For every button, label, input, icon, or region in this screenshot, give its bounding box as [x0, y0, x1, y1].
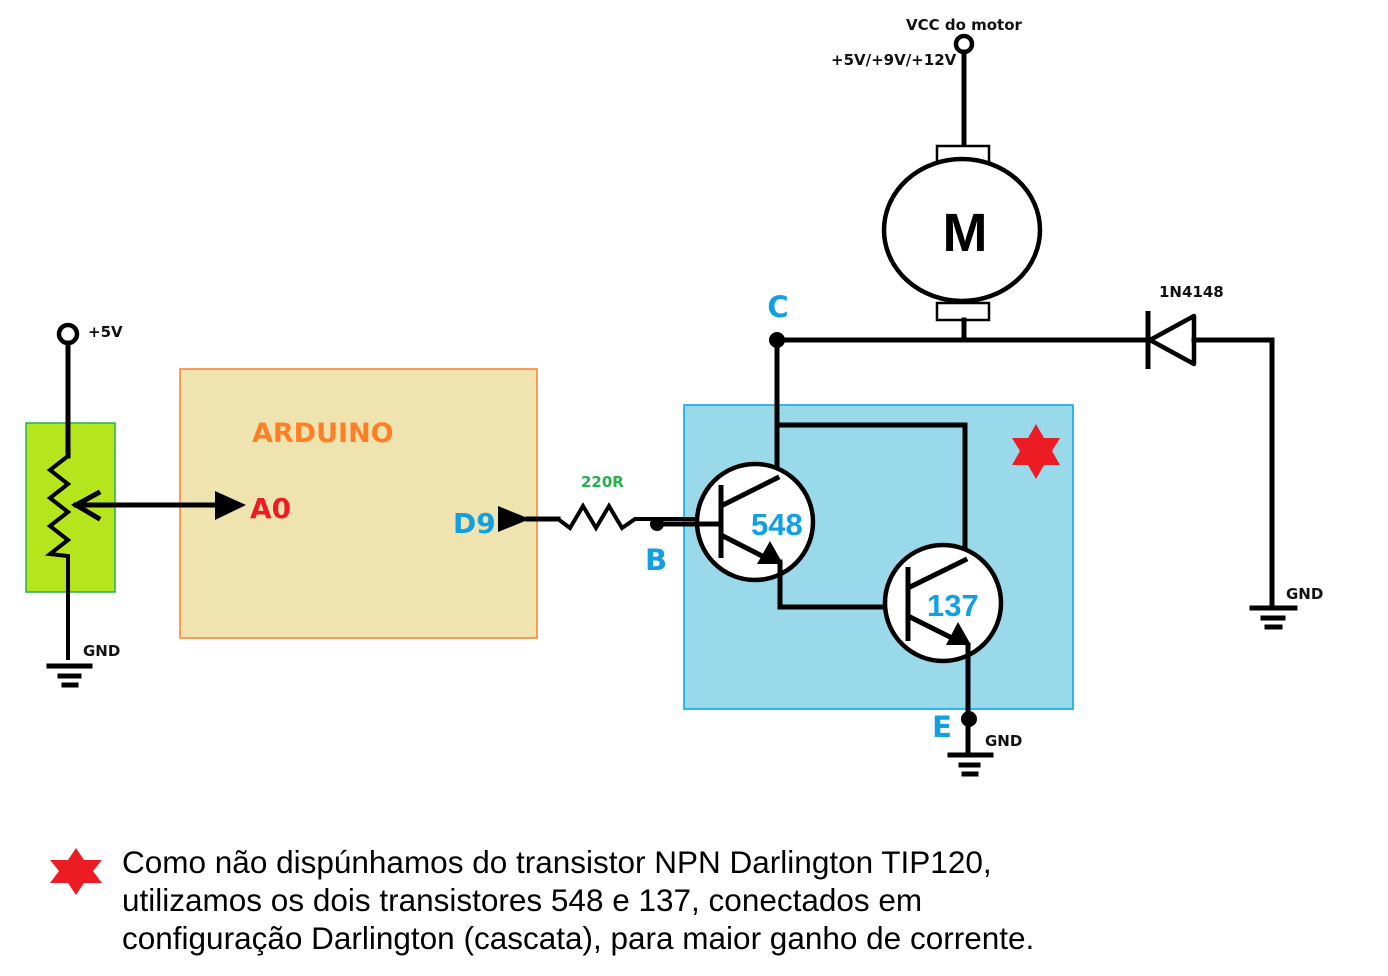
wiper-arrow-icon [70, 489, 246, 522]
ground-icon [947, 752, 994, 777]
diode-icon [1145, 311, 1275, 611]
resistor-icon [556, 502, 700, 532]
emitter-gnd-label: GND [985, 732, 1022, 750]
pot-gnd-label: GND [83, 642, 120, 660]
resistor-label: 220R [581, 473, 624, 491]
collector-node-dot [769, 332, 785, 348]
transistor-137-icon [882, 542, 1004, 756]
potentiometer-icon [44, 454, 72, 660]
arduino-pin-d9: D9 [453, 507, 496, 540]
footnote-line: configuração Darlington (cascata), para … [122, 920, 1035, 956]
collector-node-label: C [767, 290, 788, 324]
emitter-node-dot [961, 711, 977, 727]
ground-icon [1249, 605, 1298, 630]
arduino-title: ARDUINO [252, 418, 394, 449]
diode-label: 1N4148 [1159, 283, 1224, 301]
footnote-line: utilizamos os dois transistores 548 e 13… [122, 882, 923, 918]
star-icon [50, 848, 102, 895]
footnote: Como não dispúnhamos do transistor NPN D… [122, 843, 1122, 957]
motor-vcc-terminal [953, 33, 975, 150]
ground-icon [46, 663, 93, 688]
footnote-line: Como não dispúnhamos do transistor NPN D… [122, 844, 992, 880]
transistor-548-icon [694, 461, 888, 610]
transistor-137-label: 137 [927, 588, 979, 623]
motor-vcc-label: VCC do motor [906, 16, 1023, 34]
arduino-pin-a0: A0 [250, 492, 291, 525]
transistor-548-label: 548 [751, 507, 803, 542]
base-node-label: B [645, 543, 667, 577]
motor-label: M [943, 203, 988, 263]
emitter-node-label: E [932, 710, 952, 744]
collector-link-wire [774, 422, 968, 561]
diode-gnd-label: GND [1286, 585, 1323, 603]
pot-vcc-terminal [56, 322, 80, 459]
d9-output-arrow-icon [498, 506, 561, 532]
motor-voltage-label: +5V/+9V/+12V [831, 51, 957, 69]
pot-vcc-label: +5V [88, 323, 123, 341]
motor-icon [881, 144, 1043, 343]
star-icon [1012, 424, 1060, 479]
